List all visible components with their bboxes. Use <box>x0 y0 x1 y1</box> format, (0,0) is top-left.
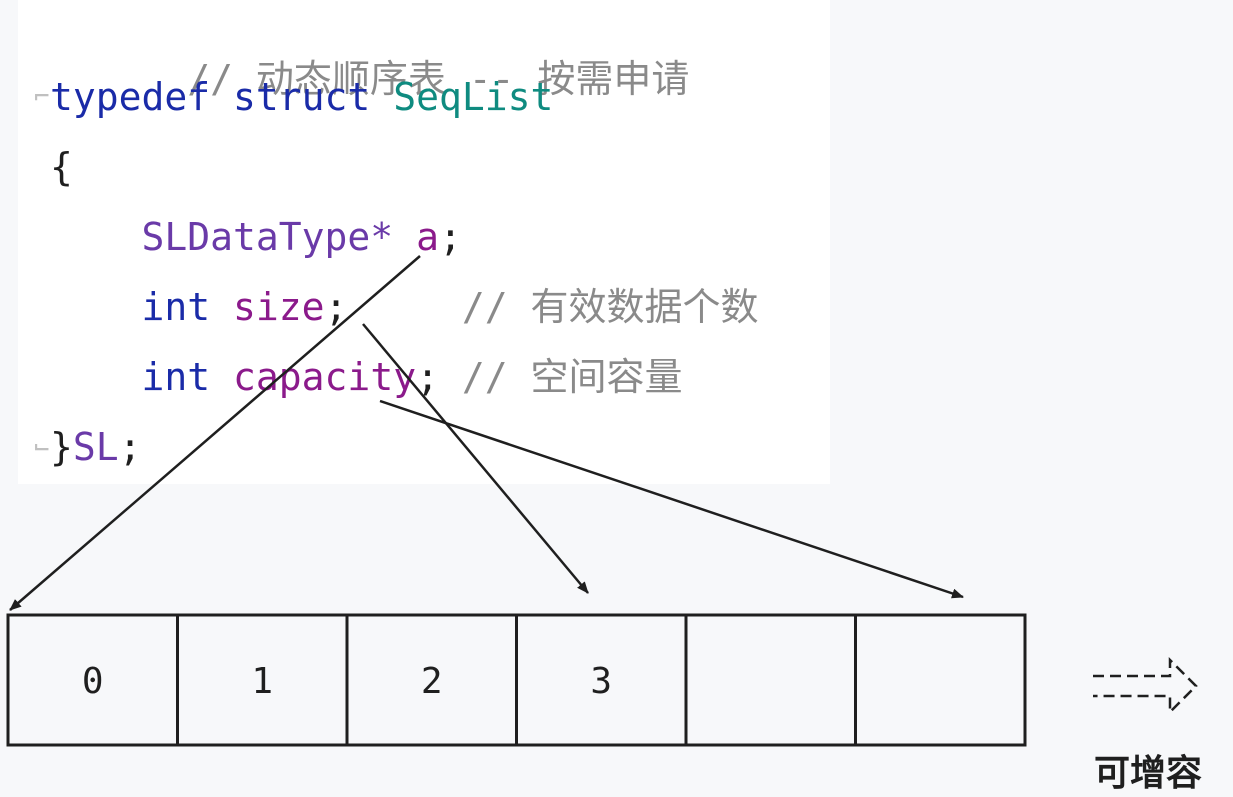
code-field-capacity-line: int capacity; // 空间容量 <box>50 352 683 402</box>
array-cell <box>684 613 857 747</box>
array-cell-index: 3 <box>590 661 612 702</box>
header-comment: // 动态顺序表 -- 按需申请 <box>187 57 690 101</box>
pointer-arrow-a <box>9 255 421 611</box>
pointer-arrow-size <box>362 323 589 594</box>
fold-end-icon[interactable]: ⌙ <box>34 432 50 462</box>
code-open-brace-line: { <box>50 142 73 192</box>
field-a-type: SLDataType* <box>141 215 394 259</box>
field-a-name: a <box>416 215 439 259</box>
close-brace: } <box>50 425 73 469</box>
grow-capacity-label: 可增容 <box>1094 753 1203 794</box>
field-capacity-type: int <box>141 355 211 399</box>
close-semicolon: ; <box>118 425 142 469</box>
field-a-semicolon: ; <box>438 215 462 259</box>
array-cell-index: 1 <box>251 661 273 702</box>
struct-alias: SL <box>72 425 119 469</box>
array-cell <box>854 613 1027 747</box>
array-cells: 0 1 2 3 <box>6 613 1027 747</box>
code-field-size-line: int size; // 有效数据个数 <box>50 282 759 332</box>
field-size-comment: // 有效数据个数 <box>461 285 759 329</box>
field-capacity-comment: // 空间容量 <box>461 355 683 399</box>
fold-collapse-icon[interactable]: ⌐ <box>34 82 50 112</box>
code-panel: // 动态顺序表 -- 按需申请 ⌐ typedef struct SeqLis… <box>18 0 830 484</box>
code-field-a-line: SLDataType* a; <box>50 212 462 262</box>
array-cell-index: 2 <box>421 661 443 702</box>
dashed-right-arrow-icon <box>1093 656 1198 716</box>
keyword-typedef: typedef <box>50 75 211 119</box>
field-size-semicolon: ; <box>324 285 348 329</box>
open-brace: { <box>50 145 73 189</box>
code-close-line: }SL; <box>50 422 142 472</box>
field-size-type: int <box>141 285 211 329</box>
field-size-name: size <box>233 285 325 329</box>
array-cell-index: 0 <box>82 661 104 702</box>
code-comment-line: // 动态顺序表 -- 按需申请 <box>50 4 689 101</box>
field-capacity-semicolon: ; <box>416 355 439 399</box>
pointer-arrow-capacity <box>379 399 964 599</box>
code-typedef-line: typedef struct SeqList <box>50 72 553 122</box>
struct-name: SeqList <box>393 75 554 119</box>
keyword-struct: struct <box>233 75 371 119</box>
